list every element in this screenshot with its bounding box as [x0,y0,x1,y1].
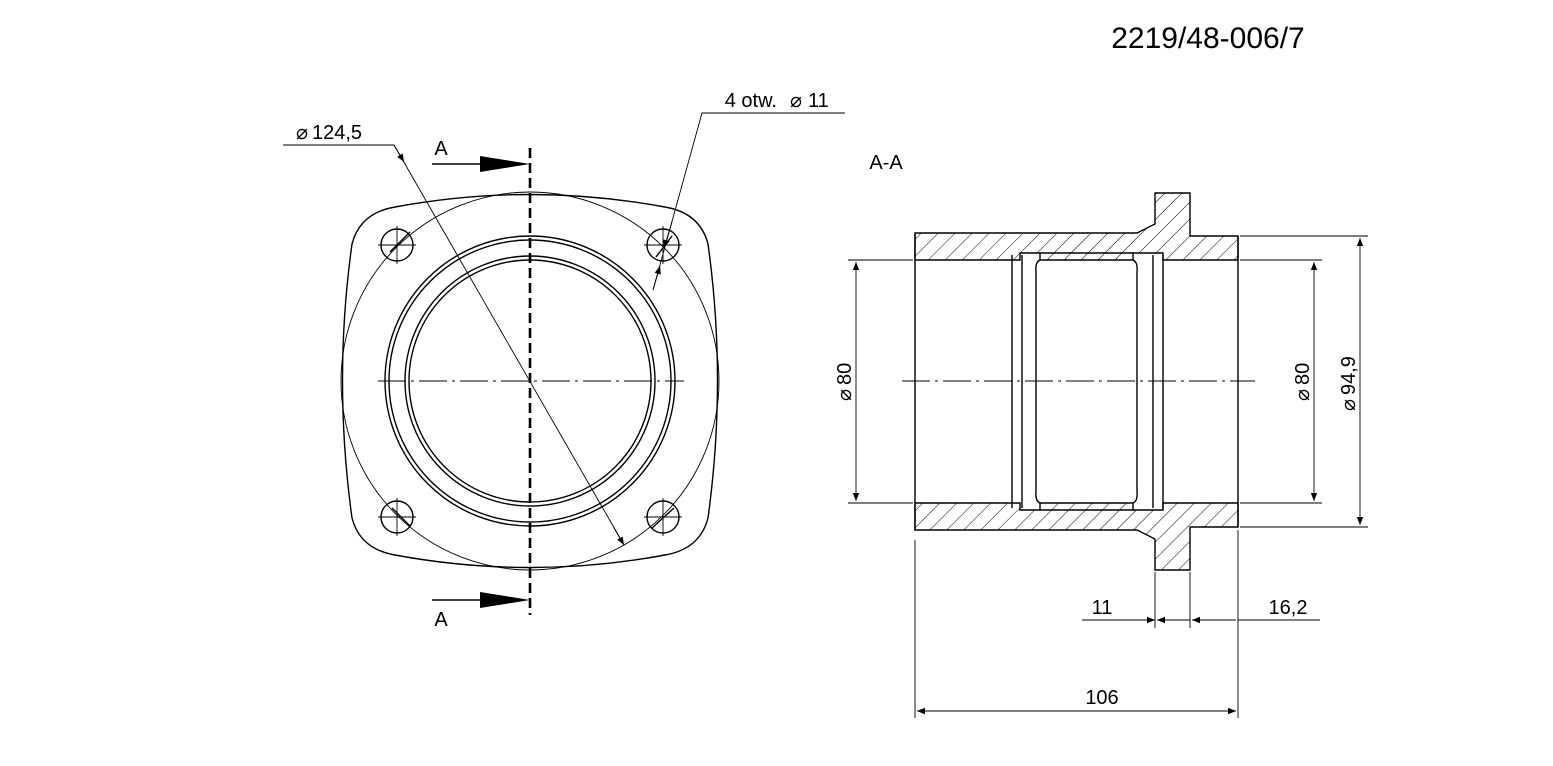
dia-bore-left-value: 80 [834,363,856,385]
holes-label: 4 otw. ⌀ 11 [725,90,829,112]
dim-end-label: 16,2 [1269,597,1308,619]
dia-outer-section-label: ⌀ 94,9 [1338,356,1360,411]
diameter-symbol: ⌀ [1292,389,1314,401]
diameter-symbol: ⌀ [1338,399,1360,411]
front-view: A A ⌀ 124,5 4 otw. ⌀ 11 [283,90,845,631]
dia-outer-label: ⌀ 124,5 [296,122,362,144]
bolt-hole [378,498,416,536]
diameter-symbol: ⌀ [834,389,856,401]
bolt-hole [644,498,682,536]
holes-leader [652,112,845,291]
dia-outer-value: 124,5 [312,122,362,144]
bolt-hole [644,226,682,264]
section-view: A-A ⌀ 80 ⌀ 80 [834,152,1368,718]
flange-outline [341,193,719,569]
dia-outer-leader [283,144,625,546]
bottom-wall-hatch [914,502,1239,571]
holes-label-text: 4 otw. [725,90,777,112]
dia-outer-section-value: 94,9 [1338,356,1360,395]
dia-bore-right-value: 80 [1292,363,1314,385]
dia-bore-right-label: ⌀ 80 [1292,363,1314,401]
diameter-symbol: ⌀ [296,122,308,144]
section-arrow-bottom [432,592,530,608]
drawing-number: 2219/48-006/7 [1111,22,1305,55]
holes-dia-value: 11 [808,90,829,112]
section-title: A-A [869,152,903,174]
section-label-top: A [434,138,448,160]
section-arrow-top [432,156,530,172]
bolt-hole [378,226,416,264]
top-wall-hatch [914,192,1239,261]
section-label-bottom: A [434,609,448,631]
dia-bore-left-label: ⌀ 80 [834,363,856,401]
dim-flange-label: 11 [1092,597,1113,619]
dim-length-label: 106 [1085,687,1118,709]
diameter-symbol: ⌀ [790,90,802,112]
